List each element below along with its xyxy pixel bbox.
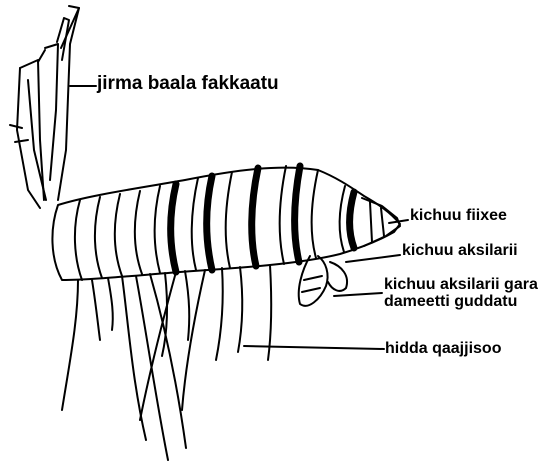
label-pseudostem: jirma baala fakkaatu xyxy=(97,74,279,94)
label-dormant-line2: dameetti guddatu xyxy=(384,294,538,311)
label-axillary-bud: kichuu aksilarii xyxy=(402,243,518,260)
leader-dormant-bud xyxy=(334,293,382,296)
label-dormant-line1: kichuu aksilarii gara xyxy=(384,277,538,294)
label-dormant-axillary-bud: kichuu aksilarii gara dameetti guddatu xyxy=(384,277,538,311)
label-adventitious-roots: hidda qaajjisoo xyxy=(385,341,501,358)
pseudostem-drawing xyxy=(10,6,79,208)
axillary-bud-drawing xyxy=(299,256,347,306)
adventitious-roots-drawing xyxy=(62,265,271,460)
leader-axillary-bud xyxy=(346,255,400,262)
leader-lines xyxy=(70,86,408,349)
label-terminal-bud: kichuu fiixee xyxy=(410,208,507,225)
leader-roots xyxy=(244,346,384,349)
